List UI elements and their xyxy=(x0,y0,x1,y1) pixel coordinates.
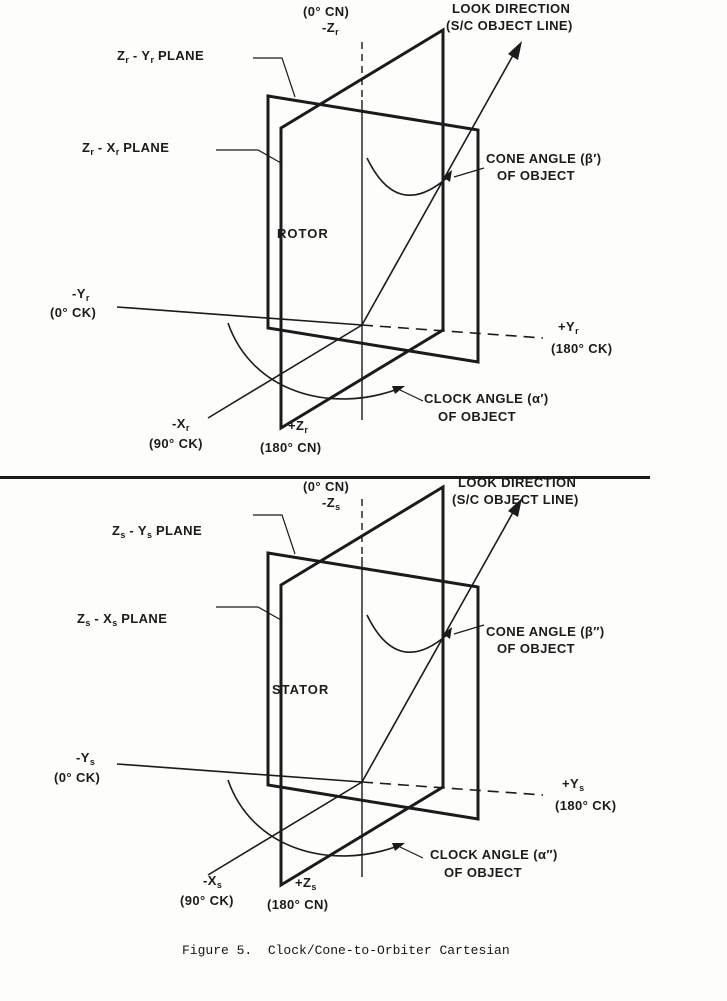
stator-cone-angle-label: CONE ANGLE (β″) xyxy=(486,624,605,639)
stator-zx-plane-label: Zs - Xs PLANE xyxy=(77,611,168,628)
rotor-z-pos-label: +Zr xyxy=(288,418,308,435)
rotor-y-neg-label: -Yr xyxy=(72,286,90,303)
section-divider-rule xyxy=(0,476,650,479)
rotor-clock-angle-label: CLOCK ANGLE (α′) xyxy=(424,391,549,406)
stator-title: STATOR xyxy=(272,682,330,697)
stator-look-direction-label: LOOK DIRECTION xyxy=(458,475,577,490)
stator-clock-angle-sub: OF OBJECT xyxy=(444,865,522,880)
stator-z-pos-note: (180° CN) xyxy=(267,897,329,912)
rotor-look-direction-sub: (S/C OBJECT LINE) xyxy=(446,18,573,33)
stator-clock-angle-label: CLOCK ANGLE (α″) xyxy=(430,847,558,862)
rotor-x-neg-note: (90° CK) xyxy=(149,436,203,451)
rotor-z-pos-note: (180° CN) xyxy=(260,440,322,455)
rotor-zy-plane-label: Zr - Yr PLANE xyxy=(117,48,205,65)
stator-x-neg-note: (90° CK) xyxy=(180,893,234,908)
rotor-z-neg-label: -Zr xyxy=(322,20,339,37)
stator-y-neg-note: (0° CK) xyxy=(54,770,101,785)
rotor-x-neg-label: -Xr xyxy=(172,416,190,433)
rotor-z-top-note: (0° CN) xyxy=(303,4,350,19)
stator-cone-angle-sub: OF OBJECT xyxy=(497,641,575,656)
rotor-title: ROTOR xyxy=(277,226,329,241)
rotor-y-neg-note: (0° CK) xyxy=(50,305,97,320)
rotor-y-pos-note: (180° CK) xyxy=(551,341,613,356)
figure-caption: Figure 5. Clock/Cone-to-Orbiter Cartesia… xyxy=(182,943,510,958)
stator-look-direction-sub: (S/C OBJECT LINE) xyxy=(452,492,579,507)
rotor-cone-angle-label: CONE ANGLE (β′) xyxy=(486,151,602,166)
rotor-look-direction-label: LOOK DIRECTION xyxy=(452,1,571,16)
rotor-diagram-lines xyxy=(115,28,545,430)
rotor-zx-plane-label: Zr - Xr PLANE xyxy=(82,140,170,157)
stator-zy-plane-label: Zs - Ys PLANE xyxy=(112,523,203,540)
stator-y-neg-label: -Ys xyxy=(76,750,95,767)
stator-z-top-note: (0° CN) xyxy=(303,479,350,494)
stator-y-pos-note: (180° CK) xyxy=(555,798,617,813)
stator-x-neg-label: -Xs xyxy=(203,873,222,890)
stator-diagram-lines xyxy=(115,485,545,887)
stator-z-neg-label: -Zs xyxy=(322,495,341,512)
rotor-y-pos-label: +Yr xyxy=(558,319,579,336)
stator-y-pos-label: +Ys xyxy=(562,776,585,793)
stator-z-pos-label: +Zs xyxy=(295,875,317,892)
rotor-clock-angle-sub: OF OBJECT xyxy=(438,409,516,424)
rotor-cone-angle-sub: OF OBJECT xyxy=(497,168,575,183)
